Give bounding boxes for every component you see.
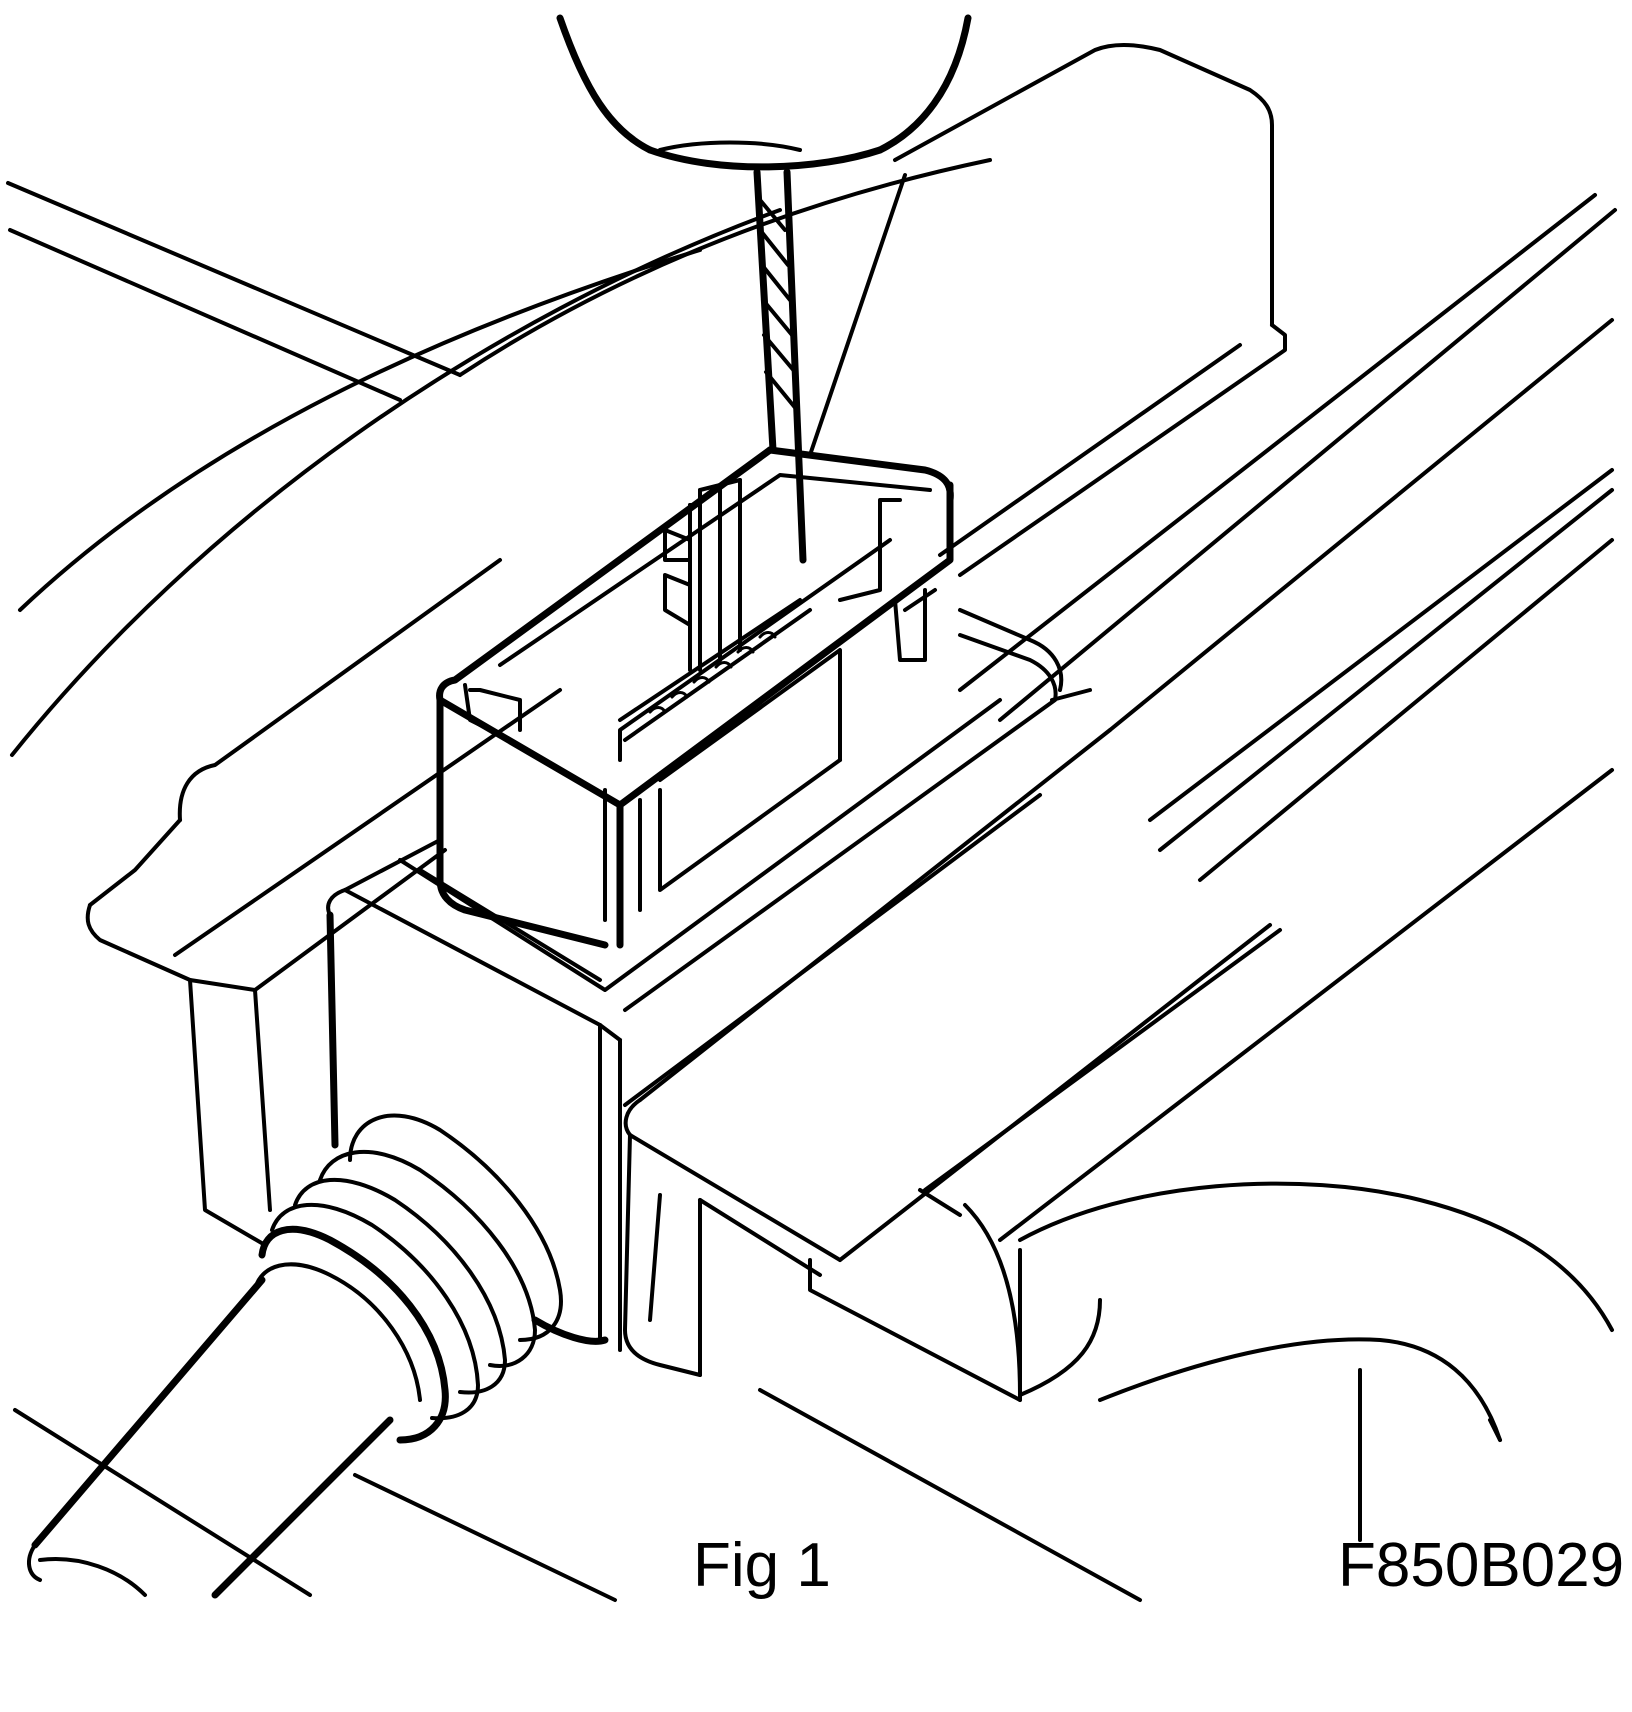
figure-label: Fig 1 (693, 1531, 831, 1600)
cable (27, 1276, 394, 1599)
mounting-clip (623, 728, 1614, 1402)
drill-bit (753, 168, 807, 564)
right-rails (958, 193, 1617, 882)
connector-terminals (618, 478, 812, 742)
bracket-plate (85, 558, 562, 1247)
corrugated-cable-entry (253, 1113, 563, 1444)
reference-code: F850B029 (1338, 1531, 1625, 1600)
lower-surface (13, 1181, 1614, 1602)
connector-socket (436, 446, 954, 949)
drill-chuck (556, 14, 972, 171)
bracket-top-block (808, 43, 1287, 577)
background-rails (6, 158, 992, 757)
